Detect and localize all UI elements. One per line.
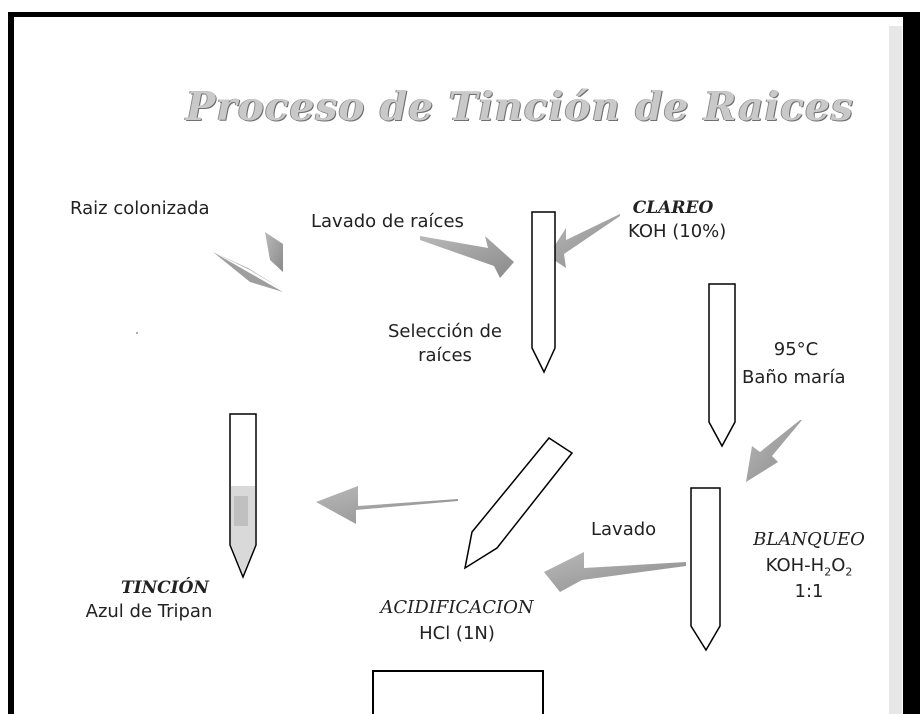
blanqueo-reagent-o: O <box>831 555 846 576</box>
label-tincion-title: TINCIÓN <box>121 578 209 598</box>
arrow-acidificacion-tincion <box>316 486 458 524</box>
blanqueo-sub-2: 2 <box>845 565 853 579</box>
tube-seleccion <box>531 211 556 374</box>
blanqueo-reagent-main: KOH-H <box>765 555 825 576</box>
label-temperature: 95°C <box>773 339 819 360</box>
label-acidificacion-reagent: HCl (1N) <box>419 623 495 644</box>
arrow-clareo <box>548 214 620 268</box>
label-raiz-colonizada: Raiz colonizada <box>70 198 210 219</box>
label-clareo-reagent: KOH (10%) <box>628 221 727 242</box>
arrow-raiz-colonizada <box>213 232 283 292</box>
label-bano-maria: Baño maría <box>742 367 846 388</box>
label-seleccion-2: raíces <box>418 345 472 366</box>
label-tincion-reagent: Azul de Tripan <box>85 601 213 622</box>
tube-tincion <box>229 413 257 579</box>
label-lavado-raices: Lavado de raíces <box>311 211 464 232</box>
label-clareo-title: CLAREO <box>632 198 714 218</box>
tube-acidificacion <box>463 437 574 570</box>
label-blanqueo-title: BLANQUEO <box>753 529 865 550</box>
tube-bano-maria <box>708 283 736 448</box>
label-lavado: Lavado <box>591 519 657 540</box>
arrow-lavado <box>544 552 686 592</box>
arrow-lavado-raices <box>420 236 514 278</box>
label-blanqueo-ratio: 1:1 <box>794 581 824 602</box>
bottom-box <box>372 670 544 714</box>
tube-blanqueo <box>690 487 721 652</box>
frame-border-left <box>8 12 14 714</box>
label-blanqueo-reagent: KOH-H2O2 <box>744 554 874 585</box>
arrow-bano-blanqueo <box>746 420 802 482</box>
blanqueo-sub-1: 2 <box>824 565 832 579</box>
diagram-title: Proceso de Tinción de Raices <box>186 84 854 130</box>
label-seleccion-1: Selección de <box>387 321 502 342</box>
frame-shadow-strip <box>889 26 902 714</box>
frame-border-top <box>8 12 920 17</box>
label-acidificacion-title: ACIDIFICACION <box>380 597 534 618</box>
frame-border-right <box>903 12 920 714</box>
